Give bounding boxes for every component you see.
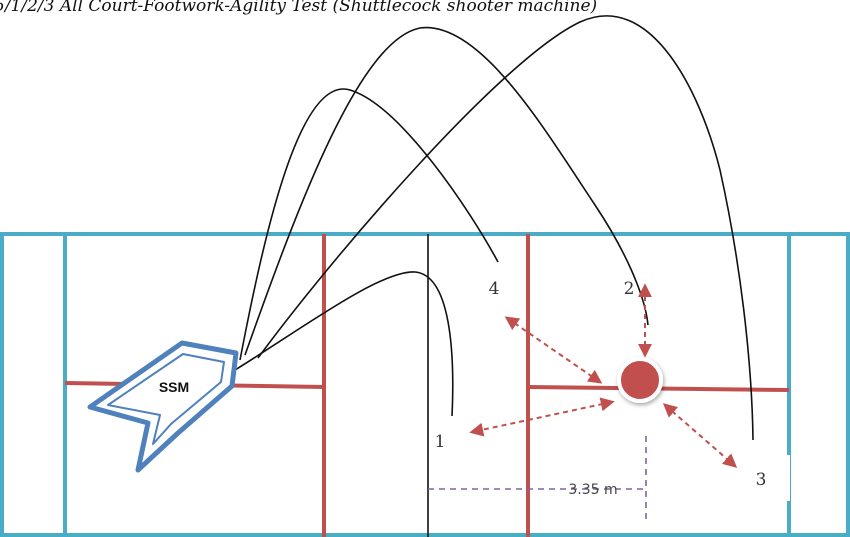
- label-backdrop: [742, 455, 790, 501]
- shuttlecock-shooter-machine: SSM: [87, 340, 239, 473]
- machine-label: SSM: [159, 379, 189, 395]
- position-label-2: 2: [624, 279, 635, 299]
- center-marker: [617, 357, 663, 403]
- distance-measure: [428, 436, 647, 520]
- position-label-1: 1: [435, 432, 446, 452]
- position-label-4: 4: [489, 279, 500, 299]
- distance-label: 3.35 m: [568, 482, 617, 498]
- arrow-to-position-1: [469, 397, 615, 437]
- arrow-to-position-4: [504, 316, 603, 384]
- diagram-title: 5/1/2/3 All Court-Footwork-Agility Test …: [0, 0, 598, 16]
- flight-trajectories: [234, 15, 754, 441]
- arrow-to-position-3: [662, 403, 738, 468]
- movement-arrows: [469, 283, 738, 468]
- position-label-3: 3: [756, 470, 767, 490]
- court-border: [0, 232, 850, 537]
